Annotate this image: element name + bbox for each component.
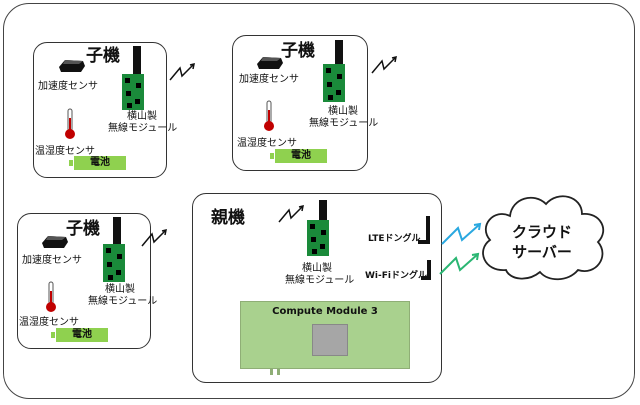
wireless-module-label: 横山製 無線モジュール — [309, 106, 379, 130]
module-line1: 横山製 — [328, 106, 358, 117]
accelerometer-icon — [42, 236, 68, 248]
cloud-icon — [482, 195, 604, 281]
accelerometer-label: 加速度センサ — [22, 255, 82, 266]
processor-chip — [312, 324, 348, 356]
child-unit-1: 子機 加速度センサ 温湿度センサ 電池 横山製 無線モジュール — [33, 42, 177, 178]
wireless-module-board — [103, 244, 125, 282]
module-line2: 無線モジュール — [108, 123, 178, 134]
wifi-link-icon — [439, 252, 480, 275]
antenna — [335, 40, 343, 70]
child-unit-2: 子機 加速度センサ 温湿度センサ 電池 横山製 無線モジュール — [232, 35, 378, 171]
module-line1: 横山製 — [127, 111, 157, 122]
wifi-dongle-icon — [421, 260, 431, 280]
accelerometer-label: 加速度センサ — [239, 74, 299, 85]
thermometer-label: 温湿度センサ — [35, 146, 95, 157]
module-line2: 無線モジュール — [285, 275, 355, 286]
wifi-dongle-label: Wi-Fiドングル — [365, 271, 427, 281]
battery: 電池 — [51, 328, 108, 342]
thermometer-icon — [46, 281, 56, 312]
accelerometer-label: 加速度センサ — [38, 81, 98, 92]
thermometer-label: 温湿度センサ — [237, 138, 297, 149]
child-unit-3: 子機 加速度センサ 温湿度センサ 電池 横山製 無線モジュール — [17, 213, 158, 349]
system-frame — [3, 3, 635, 399]
module-line2: 無線モジュール — [309, 118, 379, 129]
thermometer-icon — [264, 100, 274, 131]
module-line1: 横山製 — [302, 263, 332, 274]
cloud-server-label: クラウド サーバー — [492, 222, 592, 262]
antenna — [319, 200, 327, 230]
antenna — [133, 46, 141, 78]
lte-dongle-icon — [418, 216, 430, 244]
wireless-signal-icon — [278, 204, 304, 223]
child-unit-title: 子機 — [66, 219, 100, 239]
accelerometer-icon — [59, 60, 85, 72]
accelerometer-icon — [257, 57, 283, 69]
wireless-signal-icon — [141, 228, 167, 247]
parent-unit: 親機 横山製 無線モジュール LTEドングル Wi-Fiドングル Compute… — [192, 193, 442, 383]
compute-module-board: Compute Module 3 — [240, 301, 410, 369]
board-connector-pin — [270, 369, 273, 375]
wireless-signal-icon — [169, 62, 195, 81]
battery: 電池 — [69, 156, 126, 170]
wireless-module-label: 横山製 無線モジュール — [108, 111, 178, 135]
board-connector-pin — [277, 369, 280, 375]
child-unit-title: 子機 — [86, 46, 120, 66]
cloud-line1: クラウド — [511, 223, 572, 241]
compute-module-label: Compute Module 3 — [272, 306, 378, 317]
antenna — [113, 217, 121, 249]
cloud-line2: サーバー — [512, 243, 572, 261]
module-line1: 横山製 — [105, 284, 135, 295]
thermometer-icon — [65, 108, 75, 139]
battery: 電池 — [270, 149, 327, 163]
lte-dongle-label: LTEドングル — [368, 234, 421, 244]
wireless-signal-icon — [371, 55, 397, 74]
wireless-module-board — [307, 220, 329, 256]
thermometer-label: 温湿度センサ — [19, 317, 79, 328]
child-unit-title: 子機 — [281, 41, 315, 61]
wireless-module-label: 横山製 無線モジュール — [88, 284, 158, 308]
wireless-module-board — [122, 74, 144, 110]
module-line2: 無線モジュール — [88, 296, 158, 307]
lte-link-icon — [441, 222, 482, 245]
wireless-module-board — [323, 64, 345, 102]
parent-unit-title: 親機 — [211, 208, 245, 228]
wireless-module-label: 横山製 無線モジュール — [285, 263, 355, 287]
